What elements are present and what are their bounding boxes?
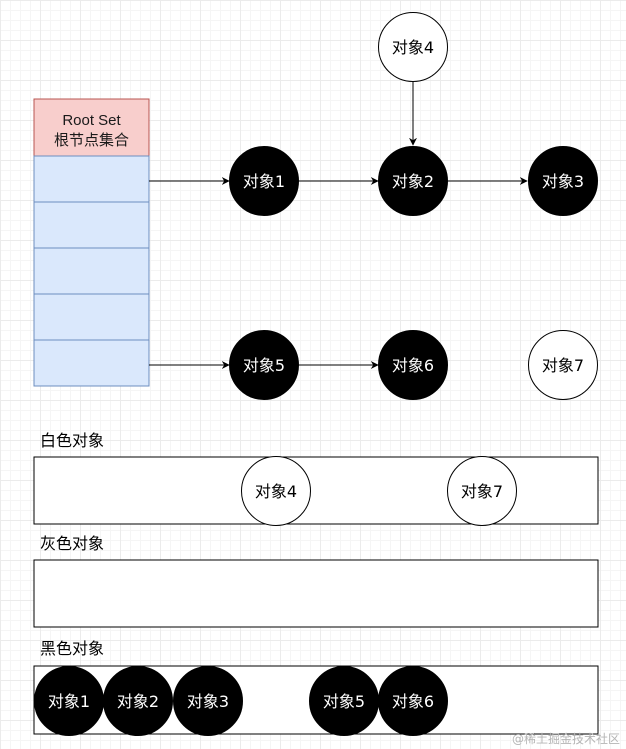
item-label: 对象3 [187,692,229,711]
root-set-cell [33,201,150,249]
black-set-title: 黑色对象 [40,639,104,658]
node-label: 对象1 [243,172,285,191]
white-set-item: 对象7 [447,456,517,526]
black-set-item: 对象5 [309,666,379,736]
graph-node-object6: 对象6 [378,330,448,400]
item-label: 对象7 [461,482,503,501]
graph-node-object1: 对象1 [229,146,299,216]
white-set: 白色对象 对象4 对象7 [33,431,599,526]
node-label: 对象3 [542,172,584,191]
gray-set-box [33,559,599,628]
root-set-title-zh: 根节点集合 [54,132,129,149]
node-label: 对象7 [542,356,584,375]
item-label: 对象6 [392,692,434,711]
watermark: @稀土掘金技术社区 [512,731,620,746]
item-label: 对象2 [117,692,159,711]
black-set-item: 对象3 [173,666,243,736]
white-set-item: 对象4 [241,456,311,526]
node-label: 对象4 [392,38,434,57]
root-set-title-en: Root Set [62,112,121,129]
root-set: Root Set 根节点集合 [33,98,150,387]
black-set: 黑色对象 对象1 对象2 对象3 对象5 对象6 [33,639,599,736]
node-label: 对象6 [392,356,434,375]
node-label: 对象5 [243,356,285,375]
graph-node-object2: 对象2 [378,146,448,216]
root-set-cell [33,247,150,295]
graph-node-object5: 对象5 [229,330,299,400]
gray-set: 灰色对象 [33,534,599,628]
graph-node-object3: 对象3 [528,146,598,216]
item-label: 对象5 [323,692,365,711]
edges [149,82,528,369]
graph-node-object7: 对象7 [528,330,598,400]
root-set-header [33,98,150,157]
root-set-cell [33,339,150,387]
gray-set-title: 灰色对象 [40,534,104,553]
item-label: 对象4 [255,482,297,501]
root-set-cell [33,293,150,341]
white-set-title: 白色对象 [40,431,104,450]
graph-node-object4: 对象4 [378,12,448,82]
root-set-cell [33,155,150,203]
black-set-item: 对象1 [34,666,104,736]
black-set-item: 对象6 [378,666,448,736]
node-label: 对象2 [392,172,434,191]
item-label: 对象1 [48,692,90,711]
black-set-item: 对象2 [103,666,173,736]
